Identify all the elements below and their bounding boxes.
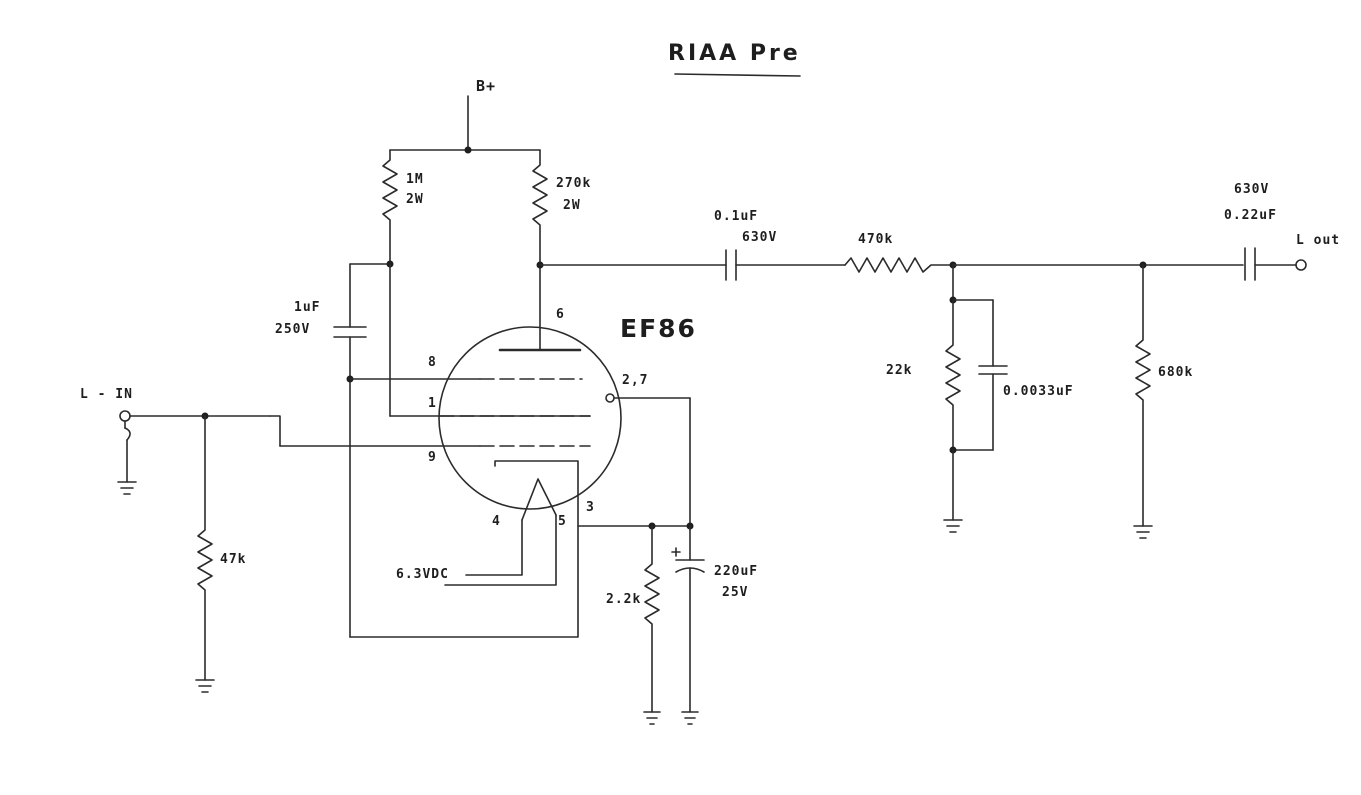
- grid-resistor-value: 47k: [220, 552, 246, 567]
- plate-output-wire: [536, 261, 727, 269]
- cathode-resistor: [644, 522, 660, 713]
- plate-resistor: [532, 149, 548, 266]
- coupling-cap-rating: 630V: [742, 230, 777, 245]
- screen-cap-rating: 250V: [275, 322, 310, 337]
- output-cap-value: 0.22uF: [1224, 208, 1277, 223]
- shunt-resistor-value: 22k: [886, 363, 912, 378]
- cathode-bypass-capacitor: [671, 522, 705, 713]
- cathode-resistor-value: 2.2k: [606, 592, 641, 607]
- tube-name: EF86: [620, 314, 697, 343]
- grid-resistor: [195, 412, 215, 693]
- screen-resistor-rating: 2W: [406, 192, 424, 207]
- input-label: L - IN: [80, 387, 133, 402]
- output-cap-rating: 630V: [1234, 182, 1269, 197]
- shunt-cap-value: 0.0033uF: [1003, 384, 1074, 399]
- load-resistor: [1133, 261, 1153, 539]
- schematic-title: RIAA Pre: [668, 41, 801, 66]
- ground-symbol: [643, 711, 699, 725]
- output-jack: [1295, 259, 1307, 271]
- pin-1-label: 1: [428, 396, 437, 411]
- heater-voltage-label: 6.3VDC: [396, 567, 449, 582]
- pin-6-label: 6: [556, 307, 565, 322]
- pin-3-label: 3: [586, 500, 595, 515]
- screen-resistor: [382, 149, 398, 265]
- coupling-cap-value: 0.1uF: [714, 209, 758, 224]
- heater-leads: [444, 514, 557, 586]
- pin-5-label: 5: [558, 514, 567, 529]
- tube-anode: [498, 264, 582, 352]
- screen-node-wiring: [349, 260, 591, 417]
- plate-resistor-value: 270k: [556, 176, 591, 191]
- series-resistor-value: 470k: [858, 232, 893, 247]
- tube-cathode: [349, 460, 691, 638]
- coupling-capacitor: [725, 249, 846, 281]
- screen-bypass-capacitor: [333, 326, 367, 638]
- cathode-cap-rating: 25V: [722, 585, 748, 600]
- output-label: L out: [1296, 233, 1340, 248]
- screen-resistor-value: 1M: [406, 172, 424, 187]
- pin-4-label: 4: [492, 514, 501, 529]
- cathode-cap-value: 220uF: [714, 564, 758, 579]
- pin-8-label: 8: [428, 355, 437, 370]
- tube-envelope: [438, 326, 622, 510]
- pin-2-7-label: 2,7: [622, 373, 648, 388]
- tube-shield: [605, 393, 691, 527]
- load-resistor-value: 680k: [1158, 365, 1193, 380]
- shunt-network: [943, 261, 1008, 533]
- series-resistor: [844, 257, 954, 273]
- output-capacitor: [1244, 247, 1297, 281]
- input-jack: [117, 410, 281, 495]
- supply-label: B+: [476, 77, 496, 95]
- screen-cap-value: 1uF: [294, 300, 320, 315]
- supply-wiring: [389, 95, 541, 154]
- title-underline: [674, 73, 801, 77]
- tube-heater: [521, 478, 557, 521]
- pin-9-label: 9: [428, 450, 437, 465]
- plate-resistor-rating: 2W: [563, 198, 581, 213]
